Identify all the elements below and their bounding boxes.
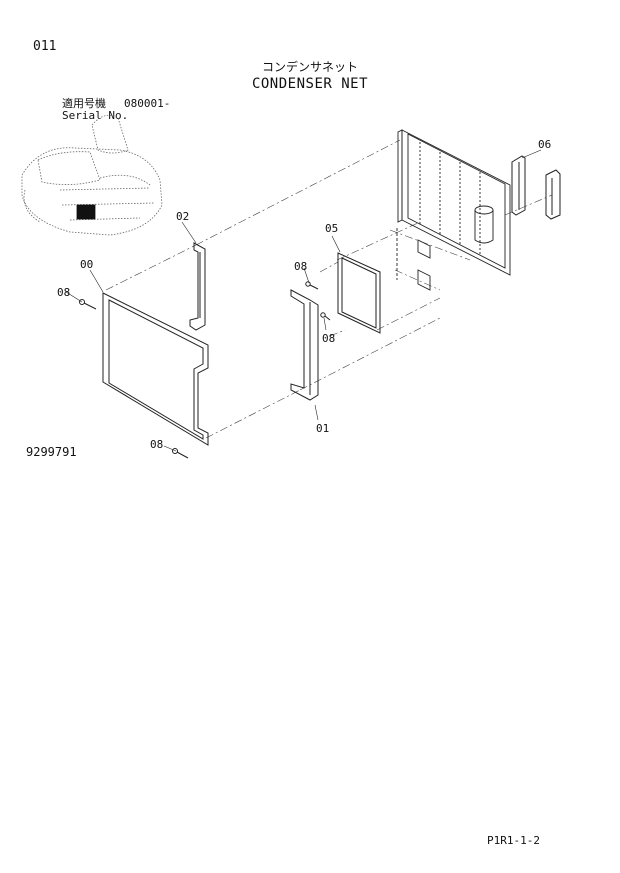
page-code: 011	[33, 39, 57, 54]
part-08-screws	[79, 281, 331, 459]
part-05-small-net	[337, 252, 381, 334]
drawing-number: 9299791	[26, 445, 77, 459]
machine-overview-sketch	[21, 114, 163, 236]
callout-08-lower: 08	[322, 332, 335, 345]
callout-05: 05	[325, 222, 338, 235]
alignment-lines	[105, 139, 553, 439]
callout-00: 00	[80, 258, 93, 271]
callout-08-bottom: 08	[150, 438, 163, 451]
location-marker	[76, 204, 96, 220]
callout-08-left: 08	[57, 286, 70, 299]
title-english: CONDENSER NET	[251, 76, 369, 92]
callout-02: 02	[176, 210, 189, 223]
condenser-assembly	[396, 129, 511, 291]
serial-range: 080001-	[124, 97, 171, 110]
part-02-bracket	[189, 242, 206, 331]
callout-01: 01	[316, 422, 329, 435]
page-reference: P1R1-1-2	[487, 834, 540, 847]
part-00-net-frame	[102, 292, 209, 446]
serial-label-japanese: 適用号機	[62, 97, 106, 110]
callout-08-upper: 08	[294, 260, 307, 273]
part-01-bracket	[290, 289, 319, 401]
title-japanese: コンデンサネット	[261, 60, 358, 74]
leader-lines	[65, 149, 542, 452]
callout-06: 06	[538, 138, 551, 151]
serial-label-english: Serial No.	[62, 109, 129, 122]
part-06-bracket	[511, 155, 561, 220]
